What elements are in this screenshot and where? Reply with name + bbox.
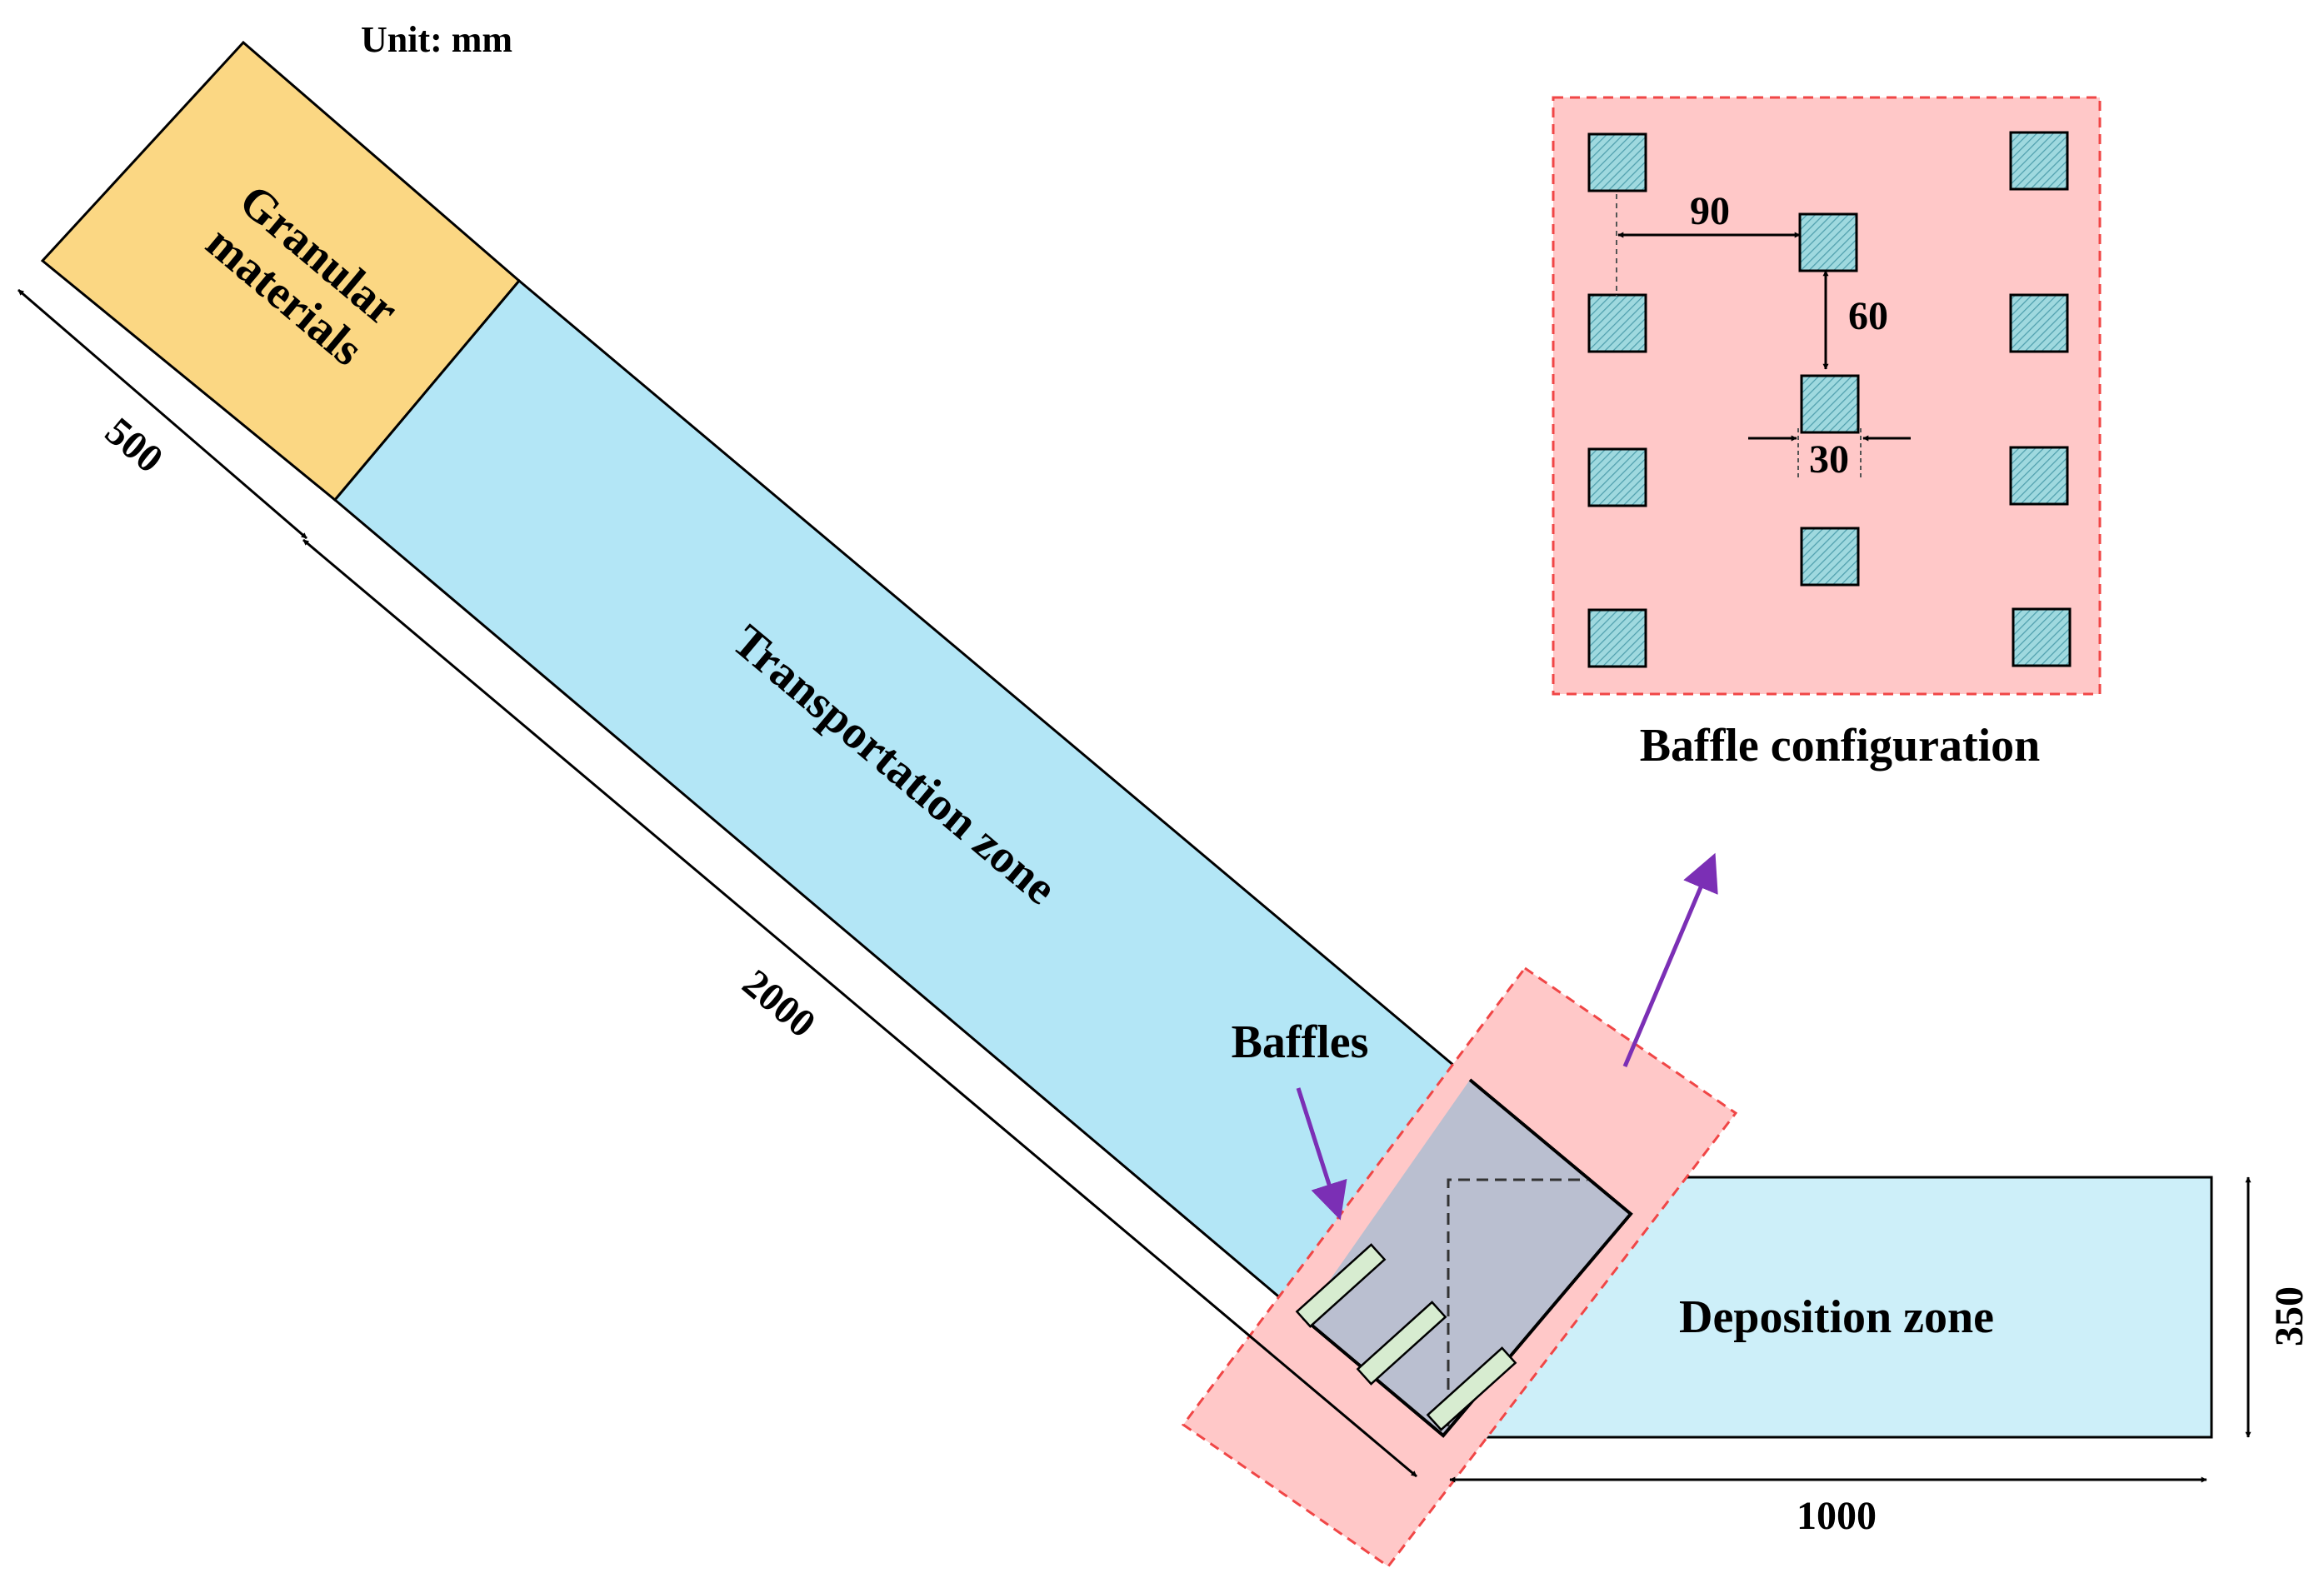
config-pointer-arrow xyxy=(1622,852,1718,1067)
baffle-square-8 xyxy=(2009,446,2069,506)
unit-label: Unit: mm xyxy=(361,19,512,60)
baffle-square-1 xyxy=(1587,132,1647,192)
dim-deposition-length: 1000 xyxy=(1797,1494,1877,1538)
baffle-square-11 xyxy=(2012,607,2072,667)
baffle-square-grid xyxy=(1587,131,2072,668)
dim-line-granular xyxy=(17,288,307,540)
dim-transport-length: 2000 xyxy=(734,961,824,1046)
baffle-square-4 xyxy=(1587,293,1647,353)
dim-line-transport xyxy=(302,538,1417,1478)
baffle-square-7 xyxy=(1587,447,1647,507)
dim-deposition-width: 350 xyxy=(2267,1286,2312,1346)
baffle-square-3 xyxy=(1798,212,1858,272)
baffle-square-6 xyxy=(1800,374,1860,434)
baffles-label: Baffles xyxy=(1232,1016,1369,1068)
reference-dashed-lines xyxy=(1447,1178,1587,1426)
inset-size-label: 30 xyxy=(1809,437,1849,482)
dim-granular-length: 500 xyxy=(97,409,171,482)
deposition-label: Deposition zone xyxy=(1679,1291,1994,1343)
baffle-square-10 xyxy=(1587,608,1647,668)
inset-spacing-y-label: 60 xyxy=(1848,294,1888,338)
baffle-square-5 xyxy=(2009,293,2069,353)
baffle-square-9 xyxy=(1800,527,1860,587)
inset-spacing-x-label: 90 xyxy=(1690,189,1730,233)
baffle-square-2 xyxy=(2009,131,2069,191)
baffle-bar-3 xyxy=(1426,1346,1517,1431)
baffle-config-caption: Baffle configuration xyxy=(1640,720,2041,772)
